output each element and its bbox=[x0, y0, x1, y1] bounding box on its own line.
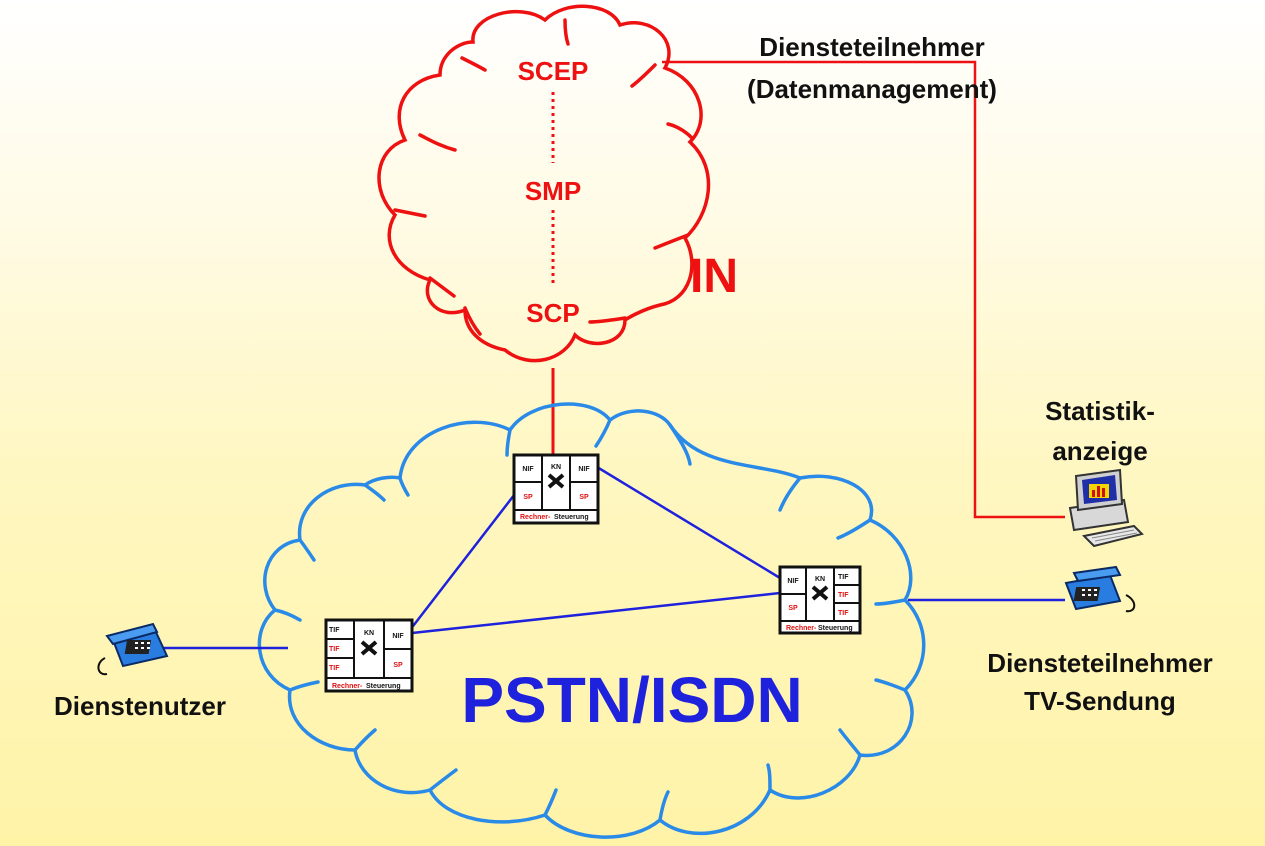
in-network-label: IN bbox=[690, 250, 738, 303]
switch-right-tif-2: TIF bbox=[838, 592, 849, 599]
phone-icon bbox=[97, 622, 169, 676]
switch-right-tif-1: TIF bbox=[838, 574, 849, 581]
switch-right-crosspoint-icon bbox=[811, 585, 829, 601]
phone-icon bbox=[1064, 565, 1136, 613]
computer-icon bbox=[1068, 468, 1144, 548]
switch-left-footer-b: Steuerung bbox=[366, 683, 401, 690]
switch-right: NIF KN SP TIF TIF TIF Rechner- Steuerung bbox=[778, 565, 862, 635]
subscriber-tv-label-line2: TV-Sendung bbox=[1024, 686, 1176, 716]
in-cloud bbox=[377, 4, 711, 363]
subscriber-data-label-line1: Diensteteilnehmer bbox=[759, 32, 984, 62]
switch-right-footer-a: Rechner- bbox=[786, 625, 817, 632]
switch-left-crosspoint-icon bbox=[360, 640, 378, 656]
switch-top-sp-right: SP bbox=[579, 494, 589, 501]
statistics-label-line1: Statistik- bbox=[1045, 396, 1155, 426]
pstn-cloud bbox=[257, 402, 926, 839]
subscriber-data-label-line2: (Datenmanagement) bbox=[747, 74, 997, 104]
switch-left-footer-a: Rechner- bbox=[332, 683, 363, 690]
scp-label: SCP bbox=[526, 298, 579, 328]
switch-top-footer-b: Steuerung bbox=[554, 514, 589, 521]
switch-top-nif-right: NIF bbox=[578, 466, 590, 473]
switch-left-tif-3: TIF bbox=[329, 665, 340, 672]
scep-to-statistics-line bbox=[662, 60, 1065, 519]
service-user-label: Dienstenutzer bbox=[54, 691, 226, 721]
switch-left-tif-1: TIF bbox=[329, 627, 340, 634]
switch-top-kn: KN bbox=[551, 464, 561, 471]
smp-label: SMP bbox=[525, 176, 581, 206]
switch-top-sp-left: SP bbox=[523, 494, 533, 501]
switch-right-kn: KN bbox=[815, 576, 825, 583]
switch-left-kn: KN bbox=[364, 630, 374, 637]
switch-right-footer-b: Steuerung bbox=[818, 625, 853, 632]
switch-right-tif-3: TIF bbox=[838, 610, 849, 617]
statistics-label-line2: anzeige bbox=[1052, 436, 1147, 466]
switch-left: TIF TIF TIF KN NIF SP Rechner- Steuerung bbox=[324, 618, 414, 693]
switch-top: NIF KN NIF SP SP Rechner- Steuerung bbox=[512, 453, 600, 525]
subscriber-tv-label-line1: Diensteteilnehmer bbox=[987, 648, 1212, 678]
switch-left-sp: SP bbox=[393, 662, 403, 669]
switch-right-sp: SP bbox=[788, 605, 798, 612]
switch-top-nif-left: NIF bbox=[522, 466, 534, 473]
scep-label: SCEP bbox=[518, 56, 589, 86]
switch-left-nif: NIF bbox=[392, 633, 404, 640]
switch-left-tif-2: TIF bbox=[329, 646, 340, 653]
pstn-network-label: PSTN/ISDN bbox=[461, 664, 802, 736]
switch-top-crosspoint-icon bbox=[547, 473, 565, 489]
switch-top-footer-a: Rechner- bbox=[520, 514, 551, 521]
switch-right-nif: NIF bbox=[787, 578, 799, 585]
pstn-links bbox=[162, 465, 1065, 650]
